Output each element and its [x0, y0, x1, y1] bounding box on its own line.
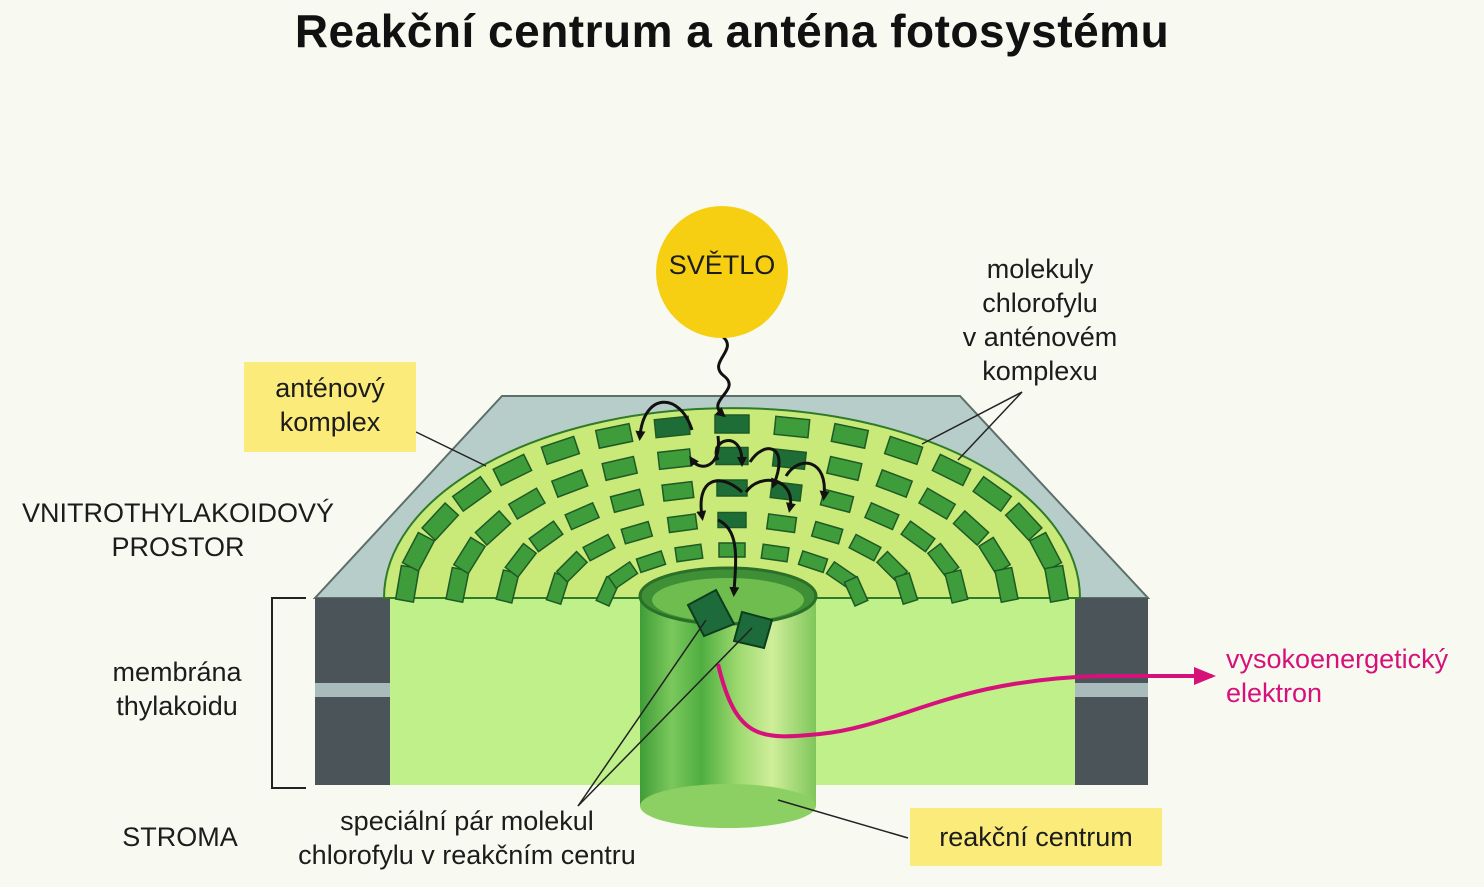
chlorophyll-tile — [765, 513, 798, 534]
chlorophyll-tile — [848, 533, 882, 562]
chlorophyll-tile — [582, 533, 616, 562]
energy-transfer-arrows — [635, 400, 830, 597]
membrane-bracket — [271, 597, 306, 789]
chlorophyll-tile — [607, 560, 639, 590]
chlorophyll-tile — [674, 543, 704, 563]
reaction-center-box — [910, 808, 1162, 866]
chlorophyll-tile — [944, 569, 969, 604]
chlorophyll-tile — [528, 520, 564, 553]
membrane-left-side — [315, 598, 390, 785]
chlorophyll-tile — [550, 468, 589, 499]
chlorophyll-tile — [1043, 564, 1070, 603]
reaction-center-label: reakční centrum — [939, 822, 1133, 852]
antenna-complex-label: anténový komplex — [275, 373, 385, 437]
chlorophyll-tile — [504, 542, 538, 579]
electron-label: vysokoenergetický elektron — [1226, 644, 1449, 708]
chlorophyll-tiles — [394, 414, 1070, 608]
chlorophyll-tile — [810, 520, 844, 545]
chlorophyll-tile — [594, 422, 634, 450]
membrane-label: membrána thylakoidu — [112, 657, 242, 721]
chlorophyll-tile — [635, 550, 667, 574]
chlorophyll-tile — [653, 415, 691, 439]
chlorophyll-tile — [843, 575, 869, 608]
chlorophyll-tile — [492, 453, 533, 487]
chlorophyll-tile — [797, 550, 829, 574]
special-pair-molecule-2 — [732, 610, 774, 650]
membrane-right-side — [1075, 598, 1148, 785]
light-sun — [656, 206, 788, 338]
chlorophyll-tile — [564, 501, 601, 531]
light-wave — [714, 334, 731, 418]
chlorophyll-tile — [773, 415, 811, 439]
chlorophyll-tile — [760, 543, 790, 563]
chlorophyll-tile — [875, 468, 914, 499]
chlorophyll-tile — [952, 509, 990, 547]
light-label: SVĚTLO — [668, 250, 776, 280]
antenna-complex-box — [244, 362, 416, 452]
chlorophyll-tile — [917, 487, 957, 521]
chlorophyll-tile — [620, 520, 654, 545]
chlorophyll-tile — [555, 550, 589, 584]
chlorophyll-tile — [507, 487, 547, 521]
pointer-lines — [415, 391, 1023, 839]
chlorophyll-tile — [830, 422, 870, 450]
special-pair-molecule-1 — [686, 588, 736, 638]
chlorophyll-tile — [401, 531, 436, 573]
chlorophyll-tile — [451, 475, 492, 513]
chlorophyll-tile — [656, 448, 693, 471]
chlorophyll-tile — [714, 414, 750, 434]
special-pair-label: speciální pár molekul chlorofylu v reakč… — [298, 806, 636, 870]
chlorophyll-molecules-label: molekuly chlorofylu v anténovém komplexu — [962, 254, 1118, 386]
chlorophyll-tile — [1004, 501, 1044, 542]
page-title: Reakční centrum a anténa fotosystému — [294, 5, 1170, 57]
chlorophyll-tile — [609, 488, 645, 514]
chlorophyll-tile — [452, 536, 487, 575]
chlorophyll-tile — [994, 566, 1019, 604]
chlorophyll-tile — [931, 453, 972, 487]
chlorophyll-tile — [601, 455, 639, 482]
chlorophyll-tile — [883, 435, 924, 466]
electron-path — [716, 663, 1216, 739]
chlorophyll-tile — [717, 511, 747, 529]
chlorophyll-tile — [825, 455, 863, 482]
stroma-label: STROMA — [122, 822, 238, 852]
chlorophyll-tile — [666, 513, 699, 534]
chlorophyll-tile — [863, 501, 900, 531]
reaction-center-cylinder — [638, 566, 818, 828]
chlorophyll-tile — [540, 435, 581, 466]
chlorophyll-tile — [769, 480, 803, 502]
chlorophyll-tile — [420, 501, 460, 542]
lumen-label: VNITROTHYLAKOIDOVÝ PROSTOR — [21, 498, 335, 562]
chlorophyll-tile — [900, 520, 936, 553]
chlorophyll-tile — [661, 480, 695, 502]
chlorophyll-tile — [893, 572, 919, 606]
chlorophyll-tile — [972, 475, 1013, 513]
chlorophyll-tile — [718, 542, 746, 558]
chlorophyll-tile — [716, 479, 748, 497]
chlorophyll-tile — [474, 509, 512, 547]
